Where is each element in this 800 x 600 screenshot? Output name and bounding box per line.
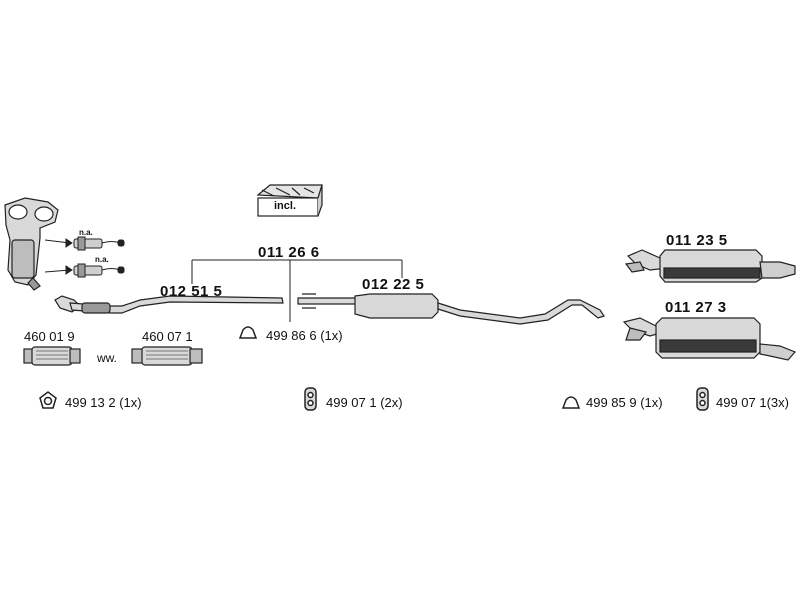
part-number-clamp-middle: 499 86 6 (1x): [266, 328, 343, 343]
clamp-icon: [561, 396, 581, 409]
part-number-rear-silencer-b: 011 27 3: [665, 299, 727, 316]
clamp-icon: [238, 326, 258, 339]
hardware-kit-box-icon: [256, 184, 323, 217]
rubber-hanger-icon: [304, 387, 317, 411]
silencer-icon: [624, 249, 796, 283]
catalytic-converter-icon: [4, 197, 59, 291]
part-number-middle-silencer: 012 22 5: [362, 276, 425, 293]
flex-pipe-icon: [23, 346, 81, 366]
part-number-main-assembly: 011 26 6: [258, 244, 320, 261]
not-available-label: n.a.: [79, 228, 93, 237]
rubber-hanger-icon: [696, 387, 709, 411]
front-pipe-icon: [54, 295, 284, 314]
alternative-label: ww.: [97, 351, 118, 365]
part-number-hanger-middle: 499 07 1 (2x): [326, 395, 403, 410]
flex-pipe-icon: [131, 346, 203, 366]
lambda-sensor-icon: [44, 236, 125, 251]
part-number-hanger-rear: 499 07 1(3x): [716, 395, 789, 410]
part-number-front-pipe: 012 51 5: [160, 283, 223, 300]
included-box-label: incl.: [274, 200, 297, 212]
silencer-icon: [622, 317, 797, 361]
part-number-ring-front: 499 13 2 (1x): [65, 395, 142, 410]
middle-silencer-icon: [297, 293, 605, 325]
part-number-rear-silencer-a: 011 23 5: [666, 232, 728, 249]
part-number-flex-pipe-b: 460 07 1: [142, 329, 193, 344]
gasket-ring-icon: [39, 391, 57, 409]
not-available-label: n.a.: [95, 255, 109, 264]
lambda-sensor-icon: [44, 263, 125, 278]
part-number-clamp-rear: 499 85 9 (1x): [586, 395, 663, 410]
part-number-flex-pipe-a: 460 01 9: [24, 329, 75, 344]
assembly-bracket-lines: [191, 259, 403, 322]
